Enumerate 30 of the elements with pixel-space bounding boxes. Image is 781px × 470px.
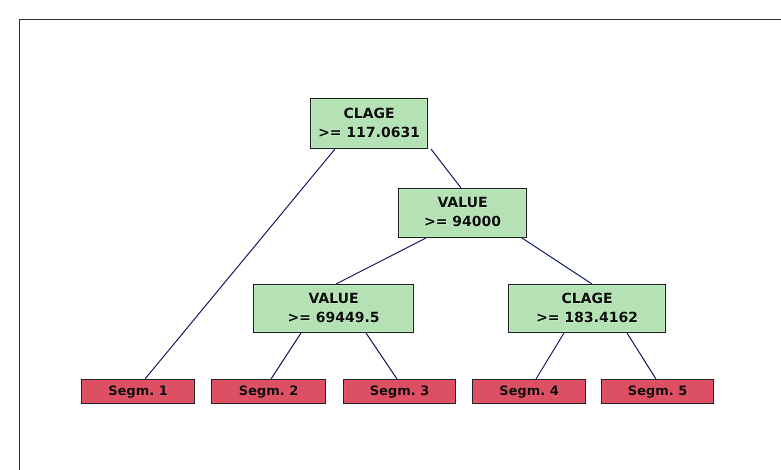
split-node-box [508, 284, 666, 333]
tree-branch-line [336, 237, 426, 285]
node-label: Segm. 3 [370, 384, 430, 400]
node-condition: >= 94000 [424, 213, 502, 232]
tree-branch-line [270, 332, 302, 380]
node-condition: >= 69449.5 [287, 308, 380, 328]
tree-branch-line [430, 148, 462, 188]
tree-branch-line [535, 332, 565, 380]
node-condition: >= 117.0631 [318, 124, 420, 142]
node-label: Segm. 4 [499, 384, 559, 400]
tree-branch-line [626, 332, 656, 380]
node-label: CLAGE [343, 104, 395, 124]
tree-branch-line [522, 238, 592, 284]
leaf-node-box [472, 379, 586, 404]
split-node-box [398, 188, 527, 238]
node-label: Segm. 2 [238, 384, 298, 400]
node-label: VALUE [308, 290, 359, 308]
node-condition: >= 183.4162 [536, 308, 638, 328]
tree-branch-line [144, 148, 336, 380]
split-node-box [253, 284, 414, 333]
leaf-node-box [601, 379, 714, 404]
node-label: CLAGE [561, 290, 613, 308]
leaf-node-box [211, 379, 326, 404]
leaf-node-box [81, 379, 195, 404]
leaf-node-box [343, 379, 456, 404]
node-label: Segm. 1 [108, 384, 168, 400]
tree-branch-line [366, 332, 398, 380]
node-label: VALUE [437, 194, 488, 213]
split-node-box [310, 98, 428, 149]
node-label: Segm. 5 [628, 384, 688, 400]
